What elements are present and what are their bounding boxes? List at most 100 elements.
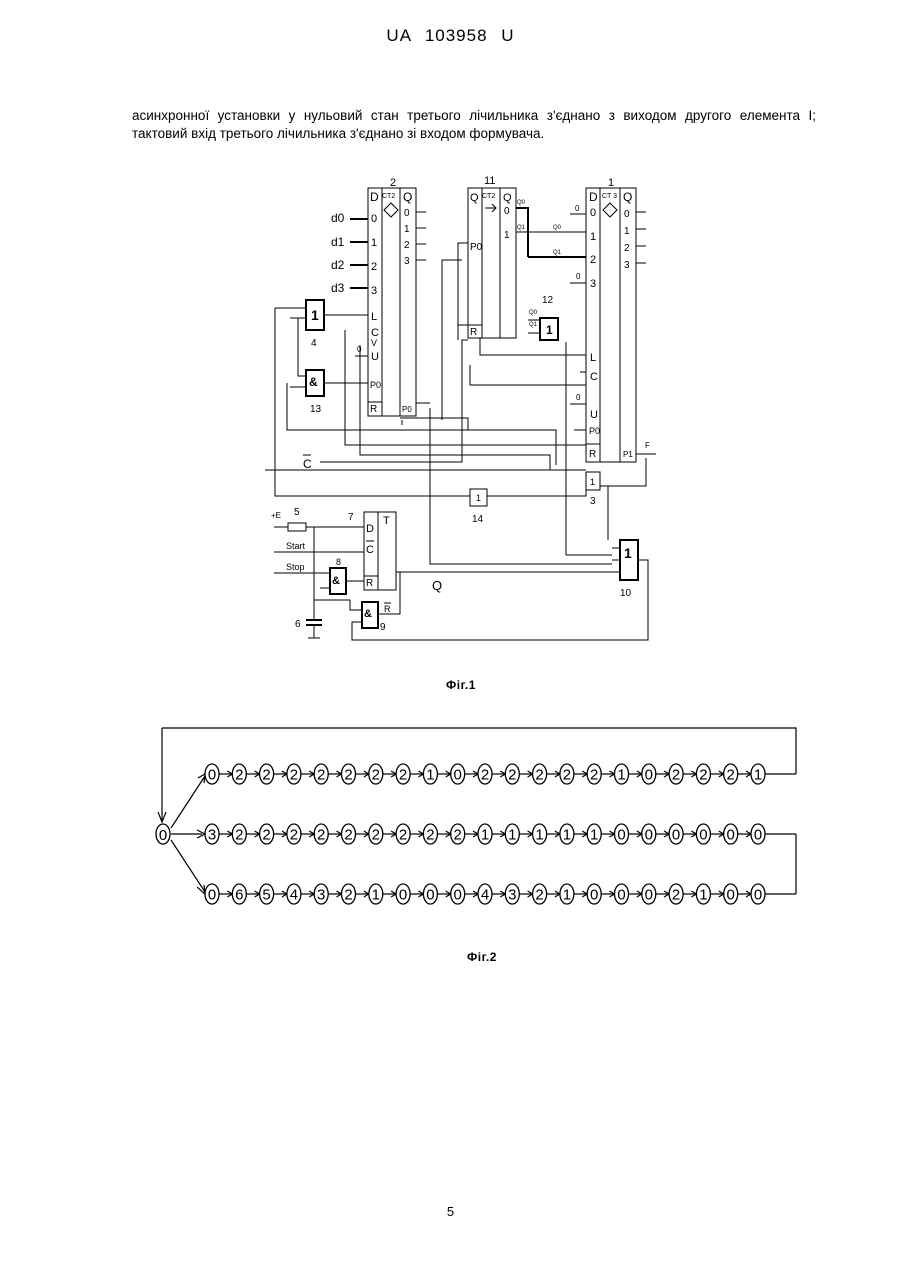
state-value: 1 <box>563 827 571 844</box>
state-value: 2 <box>672 767 680 784</box>
svg-text:Start: Start <box>286 541 306 551</box>
clock-label: C <box>303 457 312 471</box>
svg-text:&: & <box>309 375 318 389</box>
state-value: 3 <box>317 887 325 904</box>
svg-text:Q: Q <box>623 190 632 204</box>
gate-8: & 8 <box>320 557 364 594</box>
counter-block-2: 2 CT2 D 0 1 2 3 L C V U P0 R Q 0 1 2 3 P… <box>368 177 426 416</box>
svg-text:P0: P0 <box>470 242 483 253</box>
gate-3: 1 3 <box>586 472 600 507</box>
state-value: 2 <box>727 767 735 784</box>
svg-text:1: 1 <box>590 231 596 243</box>
start-node: 0 <box>156 824 170 844</box>
state-row-2: 322222222211111000000 <box>205 824 796 844</box>
svg-text:1: 1 <box>624 545 632 561</box>
state-value: 2 <box>317 827 325 844</box>
state-value: 2 <box>399 827 407 844</box>
state-value: 0 <box>590 887 598 904</box>
svg-text:1: 1 <box>404 224 410 235</box>
d-inputs: d0 d1 d2 d3 <box>331 211 368 295</box>
state-value: 2 <box>426 827 434 844</box>
state-value: 1 <box>481 827 489 844</box>
svg-text:&: & <box>332 575 340 587</box>
svg-text:T: T <box>383 515 390 527</box>
svg-text:Q: Q <box>403 190 412 204</box>
state-value: 2 <box>372 827 380 844</box>
svg-text:R: R <box>470 327 477 338</box>
state-value: 1 <box>372 887 380 904</box>
svg-text:6: 6 <box>295 619 301 630</box>
state-value: 2 <box>672 887 680 904</box>
svg-text:C: C <box>590 371 598 383</box>
state-row-3: 065432100043210002100 <box>205 884 796 904</box>
svg-text:13: 13 <box>310 404 322 415</box>
svg-text:Q1: Q1 <box>529 322 538 328</box>
state-value: 0 <box>754 827 762 844</box>
svg-text:Q: Q <box>503 192 512 204</box>
state-value: 1 <box>754 767 762 784</box>
svg-text:0: 0 <box>159 827 167 844</box>
counter-block-11: 11 CT2 Q P0 R Q 0 1 Q0 Q1 <box>468 175 526 338</box>
state-value: 0 <box>617 887 625 904</box>
svg-text:3: 3 <box>371 285 377 297</box>
svg-text:&: & <box>364 608 372 620</box>
block2-number: 2 <box>390 177 396 189</box>
svg-text:d2: d2 <box>331 258 345 272</box>
svg-text:1: 1 <box>476 493 481 503</box>
svg-text:Q0: Q0 <box>517 200 526 206</box>
state-value: 0 <box>617 827 625 844</box>
svg-text:F: F <box>645 441 650 450</box>
state-value: 0 <box>208 767 216 784</box>
svg-text:Q: Q <box>470 192 479 204</box>
svg-text:3: 3 <box>590 496 596 507</box>
svg-text:7: 7 <box>348 512 354 523</box>
svg-text:1: 1 <box>311 307 319 323</box>
figure-2-state-diagram: 0 02222222102222210222132222222221111100… <box>150 720 810 920</box>
svg-text:P0: P0 <box>402 405 412 414</box>
svg-text:R: R <box>589 449 596 460</box>
svg-text:1: 1 <box>546 323 553 337</box>
svg-text:0: 0 <box>624 209 630 220</box>
output-q-label: Q <box>432 578 442 593</box>
svg-text:0: 0 <box>404 208 410 219</box>
state-row-1: 022222221022222102221 <box>205 764 796 784</box>
svg-text:Stop: Stop <box>286 562 305 572</box>
state-value: 1 <box>699 887 707 904</box>
svg-text:2: 2 <box>371 261 377 273</box>
svg-text:1: 1 <box>608 177 614 189</box>
state-value: 2 <box>454 827 462 844</box>
state-value: 2 <box>535 887 543 904</box>
svg-text:5: 5 <box>294 507 300 518</box>
svg-text:Q0: Q0 <box>529 310 538 316</box>
page-number: 5 <box>0 1204 901 1219</box>
counter-block-1: 1 CT 3 D 0 1 2 3 L C U P0 R Q 0 1 2 3 P1… <box>553 177 646 462</box>
svg-text:2: 2 <box>624 243 630 254</box>
trigger-7: 7 T D C R <box>348 512 396 590</box>
state-value: 0 <box>399 887 407 904</box>
svg-text:CT2: CT2 <box>382 193 395 200</box>
state-value: 2 <box>399 767 407 784</box>
state-value: 1 <box>508 827 516 844</box>
state-value: 2 <box>344 827 352 844</box>
svg-text:1: 1 <box>504 230 510 241</box>
state-value: 2 <box>290 827 298 844</box>
state-value: 5 <box>262 887 270 904</box>
svg-text:CT 3: CT 3 <box>602 193 617 200</box>
state-value: 2 <box>372 767 380 784</box>
state-value: 2 <box>290 767 298 784</box>
state-value: 0 <box>645 827 653 844</box>
state-value: 2 <box>262 827 270 844</box>
state-value: 0 <box>672 827 680 844</box>
state-value: 4 <box>481 887 489 904</box>
svg-text:Q1: Q1 <box>553 250 562 256</box>
state-value: 1 <box>426 767 434 784</box>
svg-text:CT2: CT2 <box>482 193 495 200</box>
svg-text:R: R <box>366 578 373 589</box>
state-value: 4 <box>290 887 298 904</box>
state-value: 2 <box>481 767 489 784</box>
state-value: 0 <box>727 827 735 844</box>
svg-text:0: 0 <box>576 393 581 402</box>
svg-text:U: U <box>371 351 379 363</box>
state-value: 2 <box>344 887 352 904</box>
state-value: 2 <box>563 767 571 784</box>
